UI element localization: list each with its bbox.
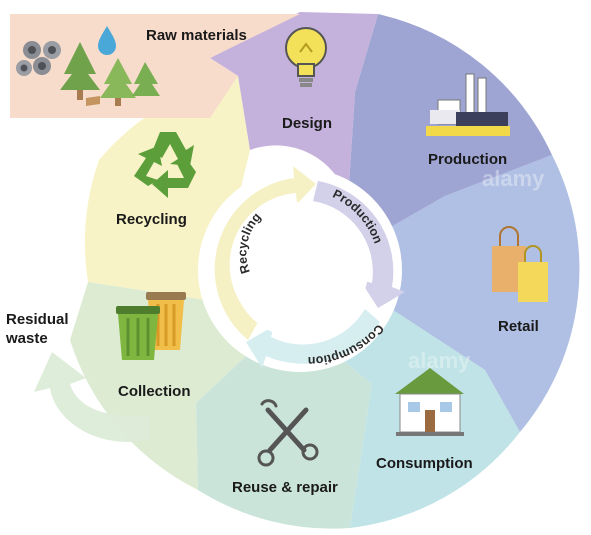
segment-collection	[70, 282, 258, 490]
waste-bins-icon	[116, 292, 186, 360]
tools-icon	[257, 399, 319, 467]
light-bulb-icon	[285, 27, 327, 87]
watermark-text: alamy	[482, 166, 545, 191]
house-icon	[395, 368, 464, 436]
segment-retail	[370, 155, 580, 432]
segment-production	[348, 14, 552, 236]
recycle-icon	[134, 132, 196, 198]
inner-arc-production	[313, 181, 405, 308]
inner-arc-consumption	[246, 309, 380, 368]
recycling-label: Recycling	[116, 211, 187, 228]
segment-design	[210, 12, 378, 200]
shopping-bags-icon	[492, 226, 548, 302]
raw-materials-label: Raw materials	[146, 27, 247, 44]
inner-arc-recycling	[214, 166, 316, 340]
residual-waste-label-line2: waste	[5, 330, 48, 347]
inner-hole	[232, 202, 368, 338]
watermark-text-2: alamy	[408, 348, 471, 373]
residual-waste-arrow	[34, 352, 150, 442]
consumption-label: Consumption	[376, 455, 473, 472]
inner-cycle	[214, 166, 405, 368]
design-label: Design	[282, 115, 332, 132]
pipes-icon	[16, 41, 61, 76]
retail-label: Retail	[498, 318, 539, 335]
factory-icon	[426, 73, 510, 136]
reuse-repair-label: Reuse & repair	[232, 479, 338, 496]
production-label: Production	[428, 151, 507, 168]
collection-label: Collection	[118, 383, 191, 400]
residual-waste-label-line1: Residual	[6, 311, 69, 328]
water-drop-icon	[98, 26, 116, 55]
trees-icon	[60, 42, 160, 106]
